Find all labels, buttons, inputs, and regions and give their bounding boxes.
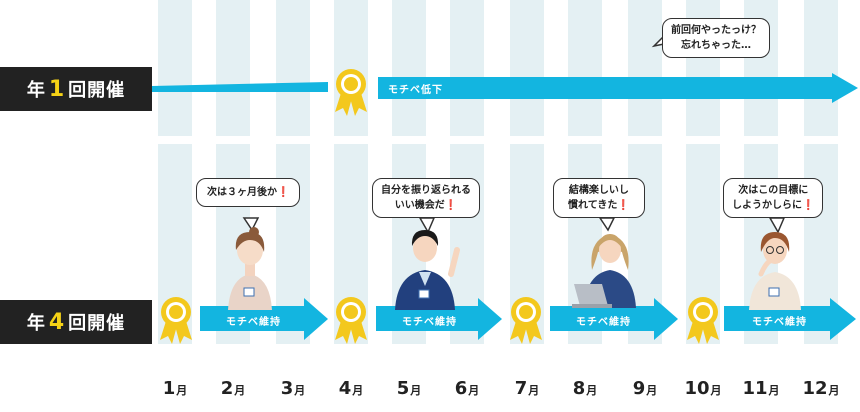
award-ribbon-icon <box>160 297 192 344</box>
month-column-12 <box>804 0 838 136</box>
person-man-pointing <box>395 230 460 310</box>
award-ribbon-icon <box>335 297 367 344</box>
month-number: 10 <box>684 378 710 399</box>
quarterly-arrow-label-3: モチベ維持 <box>576 317 631 328</box>
speech-bubble-forgot: 前回何やったっけ？ 忘れちゃった… <box>662 18 770 58</box>
month-number: 9 <box>632 378 646 399</box>
speech-bubble-q4: 次はこの目標に しようかしらに❗ <box>723 178 824 218</box>
month-column-2 <box>216 0 250 136</box>
month-label-1: 1月 <box>145 378 205 399</box>
row-label-prefix: 年 <box>26 80 46 101</box>
bubble-tails <box>242 34 786 234</box>
month-label-11: 11月 <box>731 378 791 399</box>
quarterly-arrow-label-4: モチベ維持 <box>752 317 807 328</box>
month-column-3 <box>276 0 310 136</box>
month-label-10: 10月 <box>673 378 733 399</box>
exclamation-icon: ❗ <box>617 200 630 211</box>
row-label-yearly: 年 1 回開催 <box>0 67 152 111</box>
row-label-number: 1 <box>48 76 66 102</box>
person-woman-glasses <box>749 232 801 310</box>
bubble-line: しようかしらに <box>732 200 802 211</box>
bubble-line: 前回何やったっけ？ <box>671 25 761 36</box>
month-label-12: 12月 <box>791 378 851 399</box>
month-unit: 月 <box>468 384 480 397</box>
month-label-8: 8月 <box>555 378 615 399</box>
month-unit: 月 <box>646 384 658 397</box>
month-unit: 月 <box>586 384 598 397</box>
month-column-1 <box>158 0 192 136</box>
month-label-3: 3月 <box>263 378 323 399</box>
month-label-9: 9月 <box>615 378 675 399</box>
bubble-line: いい機会だ <box>394 200 445 211</box>
row-label-prefix: 年 <box>26 313 46 334</box>
month-column-8 <box>568 0 602 136</box>
month-number: 8 <box>572 378 586 399</box>
month-column-4 <box>334 0 368 136</box>
exclamation-icon: ❗ <box>444 200 458 211</box>
month-unit: 月 <box>528 384 540 397</box>
month-label-7: 7月 <box>497 378 557 399</box>
month-unit: 月 <box>352 384 364 397</box>
month-number: 2 <box>220 378 234 399</box>
exclamation-icon: ❗ <box>802 200 815 211</box>
month-label-2: 2月 <box>203 378 263 399</box>
month-unit: 月 <box>710 384 722 397</box>
speech-bubble-q1: 次は３ヶ月後か❗ <box>196 178 301 207</box>
award-ribbon-icon <box>687 297 719 344</box>
bubble-line: 忘れちゃった… <box>681 40 751 51</box>
bubble-line: 慣れてきた <box>568 200 618 211</box>
month-number: 11 <box>742 378 768 399</box>
month-number: 6 <box>454 378 468 399</box>
month-column-7 <box>510 0 544 136</box>
month-number: 5 <box>396 378 410 399</box>
month-number: 1 <box>162 378 176 399</box>
row-label-quarterly: 年 4 回開催 <box>0 300 152 344</box>
bubble-line: 自分を振り返られる <box>381 185 471 196</box>
month-unit: 月 <box>768 384 780 397</box>
month-number: 4 <box>338 378 352 399</box>
month-unit: 月 <box>410 384 422 397</box>
bubble-line: 次は３ヶ月後か <box>207 187 277 198</box>
month-label-4: 4月 <box>321 378 381 399</box>
bubble-line: 次はこの目標に <box>738 185 809 196</box>
month-column-6 <box>450 0 484 136</box>
month-label-5: 5月 <box>379 378 439 399</box>
speech-bubble-q2: 自分を振り返られる いい機会だ❗ <box>372 178 480 218</box>
quarterly-arrow-label-2: モチベ維持 <box>402 317 457 328</box>
month-unit: 月 <box>828 384 840 397</box>
award-ribbon-icon <box>510 297 542 344</box>
speech-bubble-q3: 結構楽しいし 慣れてきた❗ <box>553 178 645 218</box>
award-ribbon-icon <box>335 69 367 116</box>
month-unit: 月 <box>294 384 306 397</box>
row-label-suffix: 回開催 <box>68 80 126 101</box>
month-unit: 月 <box>234 384 246 397</box>
month-label-6: 6月 <box>437 378 497 399</box>
person-woman-laptop <box>572 234 636 308</box>
quarterly-arrow-label-1: モチベ維持 <box>226 317 281 328</box>
month-number: 12 <box>802 378 828 399</box>
bubble-line: 結構楽しいし <box>568 185 629 196</box>
person-woman-short-hair <box>228 227 272 310</box>
month-unit: 月 <box>176 384 188 397</box>
exclamation-icon: ❗ <box>277 187 290 198</box>
month-number: 3 <box>280 378 294 399</box>
month-column-5 <box>392 0 426 136</box>
row-label-suffix: 回開催 <box>68 313 126 334</box>
medals <box>160 69 719 344</box>
row-label-number: 4 <box>48 309 66 335</box>
yearly-arrow-label: モチベ低下 <box>388 85 443 96</box>
month-number: 7 <box>514 378 528 399</box>
month-column-9 <box>628 0 662 136</box>
yearly-arrow <box>152 73 858 103</box>
